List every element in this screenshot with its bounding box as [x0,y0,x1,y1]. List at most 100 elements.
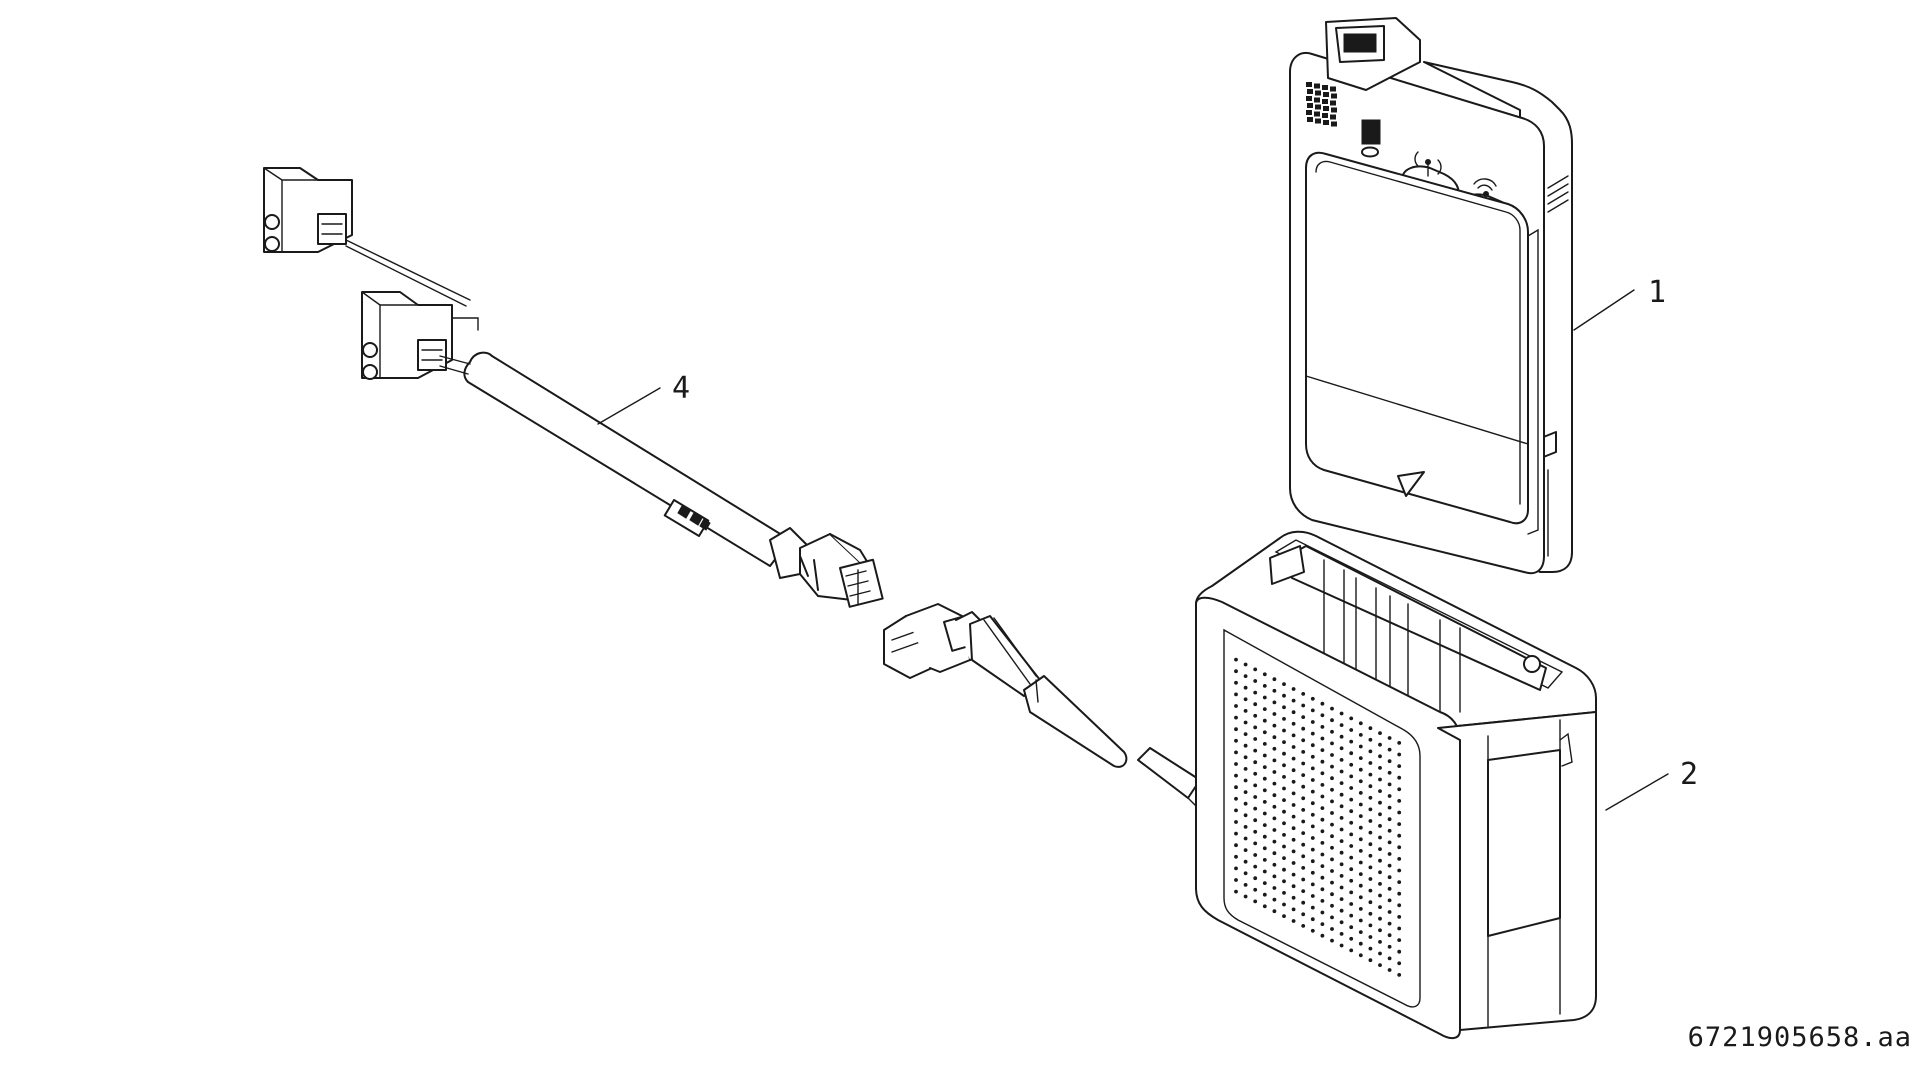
perforation-dot [1368,888,1373,893]
perforation-dot [1368,946,1373,951]
perforation-dot [1253,887,1258,892]
perforation-dot [1368,819,1373,823]
perforation-dot [1349,774,1354,779]
drawing-reference-code: 6721905658.aa [1687,1022,1912,1053]
perforation-dot [1358,907,1363,911]
perforation-dot [1339,827,1344,832]
perforation-dot [1378,777,1382,782]
perforation-dot [1262,753,1267,758]
perforation-dot [1349,786,1354,790]
perforation-dot [1310,696,1315,701]
perforation-dot [1378,893,1382,898]
perforation-dot [1282,833,1286,837]
perforation-dot [1253,864,1258,869]
perforation-dot [1330,869,1334,873]
perforation-dot [1387,921,1392,926]
grid-cell [1307,89,1313,94]
perforation-dot [1397,764,1402,768]
perforation-dot [1262,823,1267,827]
perforation-dot [1378,870,1382,875]
cable-plug-female [769,527,884,608]
perforation-dot [1387,933,1392,938]
perforation-dot [1272,688,1277,693]
perforation-dot [1301,889,1306,893]
perforation-dot [1387,886,1392,891]
perforation-dot [1368,865,1373,870]
perforation-dot [1272,677,1277,682]
perforation-dot [1387,770,1392,775]
perforation-dot [1262,846,1267,851]
perforation-dot [1378,742,1382,747]
perforation-dot [1310,870,1315,875]
perforation-dot [1397,926,1402,931]
perforation-dot [1397,775,1402,780]
grid-cell [1322,85,1328,90]
perforation-dot [1243,790,1248,794]
perforation-dot [1243,848,1248,852]
perforation-dot [1282,775,1286,779]
perforation-dot [1339,908,1344,913]
perforation-dot [1243,697,1248,702]
perforation-dot [1320,748,1325,752]
perforation-dot [1272,723,1277,728]
perforation-dot [1339,723,1344,727]
perforation-dot [1320,887,1325,892]
perforation-dot [1262,684,1267,688]
perforation-dot [1282,821,1286,826]
perforation-dot [1262,811,1267,816]
perforation-dot [1358,872,1363,876]
perforation-dot [1272,746,1277,751]
perforation-dot [1349,809,1354,814]
perforation-dot [1253,760,1258,765]
perforation-dot [1310,766,1315,771]
perforation-dot [1234,808,1238,813]
perforation-dot [1378,789,1382,793]
perforation-dot [1387,944,1392,949]
perforation-dot [1301,692,1306,696]
perforation-dot [1253,841,1258,846]
perforation-dot [1282,717,1286,721]
perforation-dot [1378,812,1382,817]
perforation-dot [1358,721,1363,726]
perforation-dot [1310,743,1315,748]
perforation-dot [1320,806,1325,810]
perforation-dot [1397,833,1402,838]
cable-plug-male [883,603,985,679]
perforation-dot [1301,831,1306,835]
perforation-dot [1272,874,1277,879]
perforation-dot [1291,710,1296,715]
perforation-dot [1339,804,1344,809]
perforation-dot [1339,920,1344,925]
perforation-dot [1349,832,1354,837]
perforation-dot [1253,667,1258,672]
perforation-dot [1310,917,1315,922]
perforation-dot [1330,880,1334,885]
perforation-dot [1368,772,1373,777]
perforation-dot [1378,824,1382,828]
perforation-dot [1358,802,1363,807]
perforation-dot [1349,797,1354,802]
perforation-dot [1397,891,1402,896]
perforation-dot [1358,895,1363,900]
perforation-dot [1368,911,1373,916]
perforation-dot [1282,705,1286,710]
perforation-dot [1272,862,1277,867]
perforation-dot [1339,746,1344,751]
grid-cell [1306,96,1312,101]
perforation-dot [1320,713,1325,718]
perforation-dot [1253,795,1258,799]
perforation-dot [1368,958,1373,963]
perforation-dot [1301,750,1306,754]
grid-cell [1314,97,1320,103]
perforation-dot [1234,785,1238,790]
perforation-dot [1330,799,1334,804]
holder-cable-icon [883,603,1201,807]
perforation-dot [1234,715,1238,720]
perforation-dot [1272,712,1277,716]
perforation-dot [1397,973,1402,977]
perforation-dot [1272,700,1277,705]
grid-cell [1315,118,1321,124]
perforation-dot [1320,864,1325,868]
perforation-dot [1282,879,1286,884]
perforation-dot [1320,841,1325,845]
